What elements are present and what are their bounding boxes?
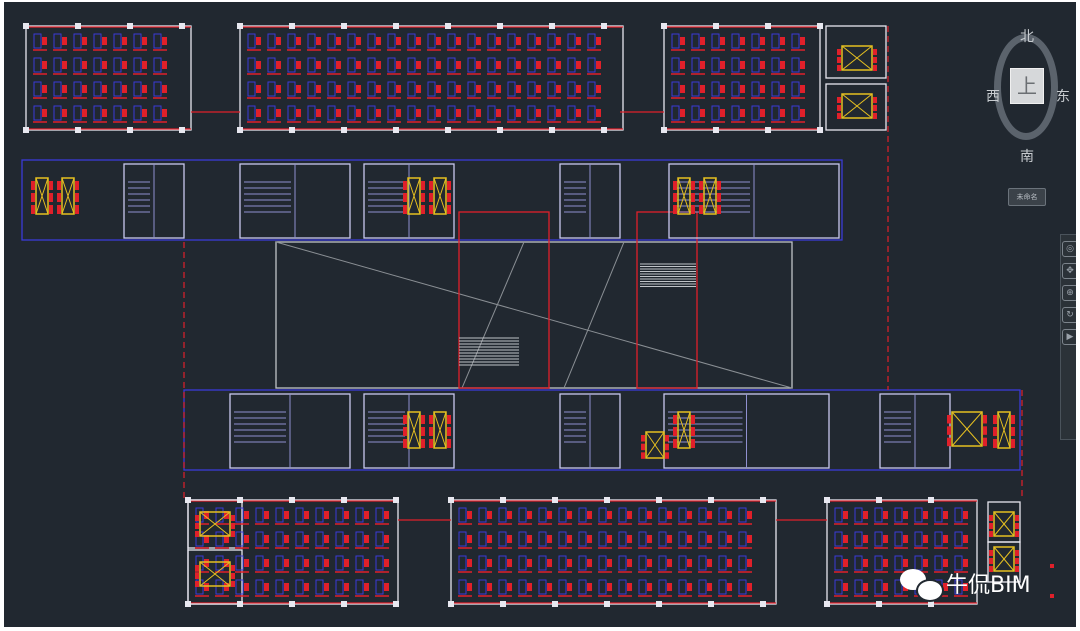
showmotion-icon[interactable]: ▶	[1062, 329, 1076, 345]
viewcube-top-face[interactable]: 上	[1010, 68, 1044, 104]
wcs-menu-button[interactable]: 未命名	[1008, 188, 1046, 206]
viewcube[interactable]: 上 北 南 西 东	[986, 26, 1070, 165]
compass-south[interactable]: 南	[1020, 149, 1034, 165]
compass-east[interactable]: 东	[1056, 89, 1070, 105]
navigation-bar: ◎ ✥ ⊕ ↻ ▶	[1060, 234, 1076, 440]
red-marker	[1050, 594, 1054, 598]
red-marker	[1050, 564, 1054, 568]
wechat-icon	[900, 567, 944, 602]
floor-plan[interactable]	[4, 2, 1076, 627]
compass-west[interactable]: 西	[986, 89, 1000, 105]
drawing-viewport[interactable]: 上 北 南 西 东 未命名 ◎ ✥ ⊕ ↻ ▶ 牛侃BIM	[4, 2, 1076, 627]
compass-north[interactable]: 北	[1020, 29, 1034, 45]
pan-icon[interactable]: ✥	[1062, 263, 1076, 279]
steering-wheel-icon[interactable]: ◎	[1062, 241, 1076, 257]
orbit-icon[interactable]: ↻	[1062, 307, 1076, 323]
watermark: 牛侃BIM	[900, 565, 1031, 602]
viewcube-ring[interactable]	[994, 34, 1058, 140]
watermark-text: 牛侃BIM	[946, 573, 1031, 598]
zoom-icon[interactable]: ⊕	[1062, 285, 1076, 301]
